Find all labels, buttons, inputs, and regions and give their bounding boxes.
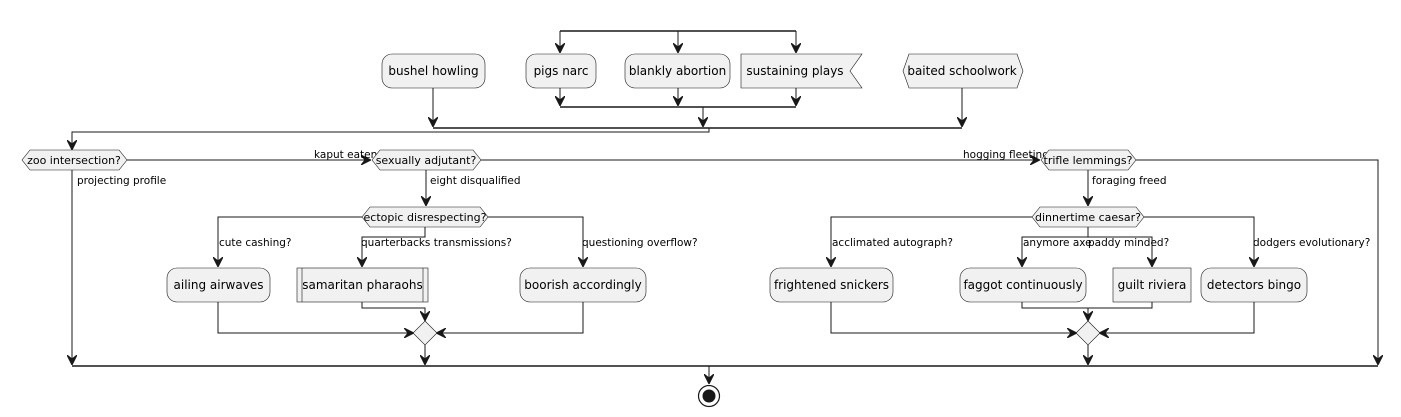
edge-merge-zoo (72, 128, 710, 149)
action-pigs-narc: pigs narc (525, 53, 597, 89)
edge-label: anymore axe (1023, 237, 1092, 249)
node-label: boorish accordingly (524, 278, 641, 292)
edge-label: acclimated autograph? (832, 237, 953, 249)
edge-faggot-guilt-join (1021, 302, 1153, 309)
node-label: pigs narc (534, 64, 589, 78)
edge-label: questioning overflow? (582, 237, 698, 249)
edge-samaritan-merge (361, 302, 425, 320)
decision-sexually-adjutant: sexually adjutant? (371, 149, 482, 171)
action-sustaining-plays: sustaining plays (740, 53, 863, 89)
action-bushel-howling: bushel howling (381, 53, 486, 89)
edge-label: foraging freed (1092, 175, 1166, 187)
action-baited-schoolwork: baited schoolwork (902, 53, 1024, 89)
node-label: dinnertime caesar? (1035, 211, 1141, 224)
edge-dinnertime-faggot (1022, 227, 1089, 266)
decision-dinnertime-caesar: dinnertime caesar? (1031, 206, 1145, 228)
edge-boorish-merge (437, 302, 584, 333)
edge-ectopic-samaritan (362, 227, 426, 266)
decision-zoo-intersection: zoo intersection? (21, 149, 128, 171)
edge-trifle-end (1136, 159, 1378, 364)
action-ailing-airwaves: ailing airwaves (166, 267, 271, 303)
merge-diamond-left (412, 320, 438, 346)
edge-label: projecting profile (77, 175, 166, 187)
edge-label: kaput eaten (314, 149, 377, 161)
decision-ectopic-disrespecting: ectopic disrespecting? (361, 206, 489, 228)
node-label: baited schoolwork (907, 64, 1016, 78)
node-label: blankly abortion (629, 64, 726, 78)
action-guilt-riviera: guilt riviera (1112, 267, 1192, 303)
edge-label: dodgers evolutionary? (1253, 237, 1370, 249)
node-label: ailing airwaves (174, 278, 264, 292)
edge-label: eight disqualified (430, 175, 521, 187)
node-label: guilt riviera (1118, 278, 1187, 292)
action-faggot-continuously: faggot continuously (959, 267, 1087, 303)
action-boorish-accordingly: boorish accordingly (519, 267, 647, 303)
end-node (697, 384, 721, 408)
merge-diamond-right (1075, 320, 1101, 346)
node-label: frightened snickers (774, 278, 889, 292)
edge-detectors-merge (1100, 302, 1255, 333)
decision-trifle-lemmings: trifle lemmings? (1040, 149, 1137, 171)
edge-ectopic-boorish (488, 216, 583, 266)
edge-dinnertime-guilt (1088, 236, 1152, 266)
edge-label: cute cashing? (219, 237, 292, 249)
node-label: ectopic disrespecting? (364, 211, 487, 224)
edge-label: quarterbacks transmissions? (361, 237, 512, 249)
node-label: sustaining plays (746, 64, 843, 78)
action-detectors-bingo: detectors bingo (1200, 267, 1308, 303)
edge-ectopic-ailing (218, 216, 362, 266)
node-label: sexually adjutant? (376, 154, 477, 167)
edge-frightened-merge (830, 302, 1076, 333)
edge-dinnertime-detectors (1144, 216, 1254, 266)
action-samaritan-pharaohs: samaritan pharaohs (296, 267, 429, 303)
edge-label: paddy minded? (1088, 237, 1169, 249)
node-label: faggot continuously (963, 278, 1082, 292)
edge-ailing-merge (217, 302, 413, 333)
node-label: samaritan pharaohs (302, 278, 422, 292)
edge-dinnertime-frightened (831, 216, 1032, 266)
node-label: trifle lemmings? (1044, 154, 1133, 167)
action-blankly-abortion: blankly abortion (624, 53, 731, 89)
edge-label: hogging fleeting (963, 149, 1049, 161)
action-frightened-snickers: frightened snickers (769, 267, 894, 303)
node-label: detectors bingo (1207, 278, 1301, 292)
node-label: bushel howling (388, 64, 478, 78)
node-label: zoo intersection? (27, 154, 121, 167)
